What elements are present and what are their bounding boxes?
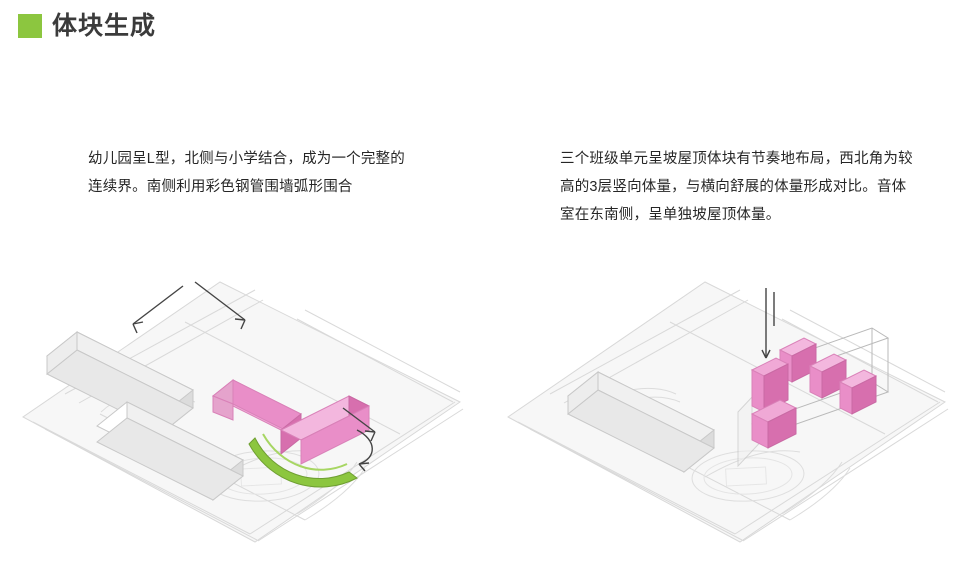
- direction-arrows-left: [132, 281, 376, 472]
- caption-right-text: 三个班级单元呈坡屋顶体块有节奏地布局，西北角为较高的3层竖向体量，与横向舒展的体…: [560, 151, 913, 223]
- green-curved-wall-left: [248, 433, 358, 488]
- header-marker-square: [18, 14, 42, 38]
- diagram-right: [490, 262, 960, 562]
- direction-arrows-right: [761, 288, 775, 359]
- existing-building-blocks-left: [46, 330, 244, 502]
- site-plan-base-left: [22, 281, 464, 543]
- pitched-roof-units-right: [750, 337, 878, 449]
- kindergarten-volume-left: [212, 378, 371, 465]
- caption-left-text: 幼儿园呈L型，北侧与小学结合，成为一个完整的连续界。南侧利用彩色钢管围墙弧形围合: [88, 151, 405, 195]
- existing-building-blocks-right: [567, 370, 715, 474]
- diagram-left: [5, 262, 475, 562]
- page-title: 体块生成: [52, 12, 157, 40]
- page-header: 体块生成: [0, 0, 960, 58]
